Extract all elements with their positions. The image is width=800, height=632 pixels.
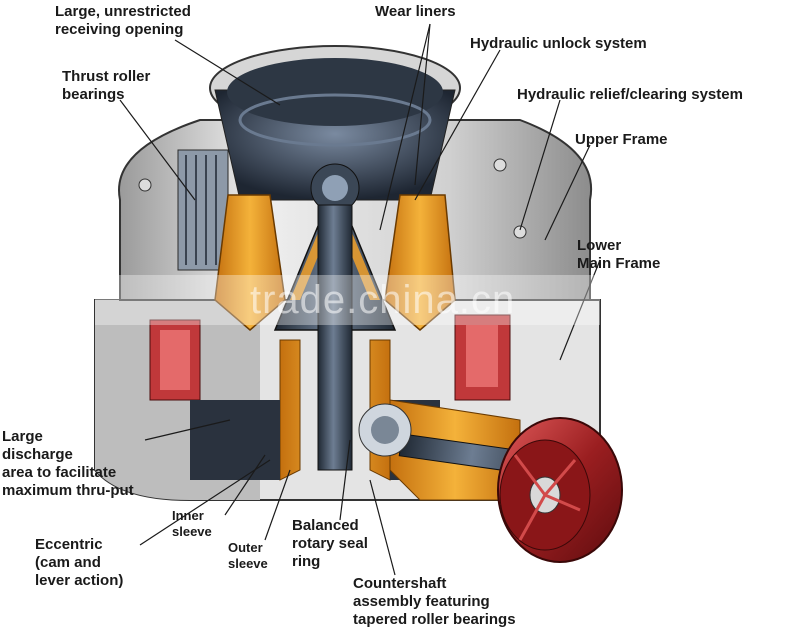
label-wear-liners: Wear liners (375, 3, 456, 21)
frame-bolt-right (494, 159, 506, 171)
frame-bolt-left (139, 179, 151, 191)
pinion-gear (359, 404, 411, 456)
hydraulic-cylinder-right (455, 315, 510, 400)
main-shaft (318, 205, 352, 470)
label-hydraulic-unlock: Hydraulic unlock system (470, 35, 647, 53)
hydraulic-cylinder-left (150, 320, 200, 400)
label-hydraulic-relief: Hydraulic relief/clearing system (517, 86, 743, 104)
frame-bolt-right2 (514, 226, 526, 238)
label-upper-frame: Upper Frame (575, 131, 668, 149)
drive-pulley (498, 418, 622, 562)
watermark-text: trade.china.cn (250, 278, 515, 323)
